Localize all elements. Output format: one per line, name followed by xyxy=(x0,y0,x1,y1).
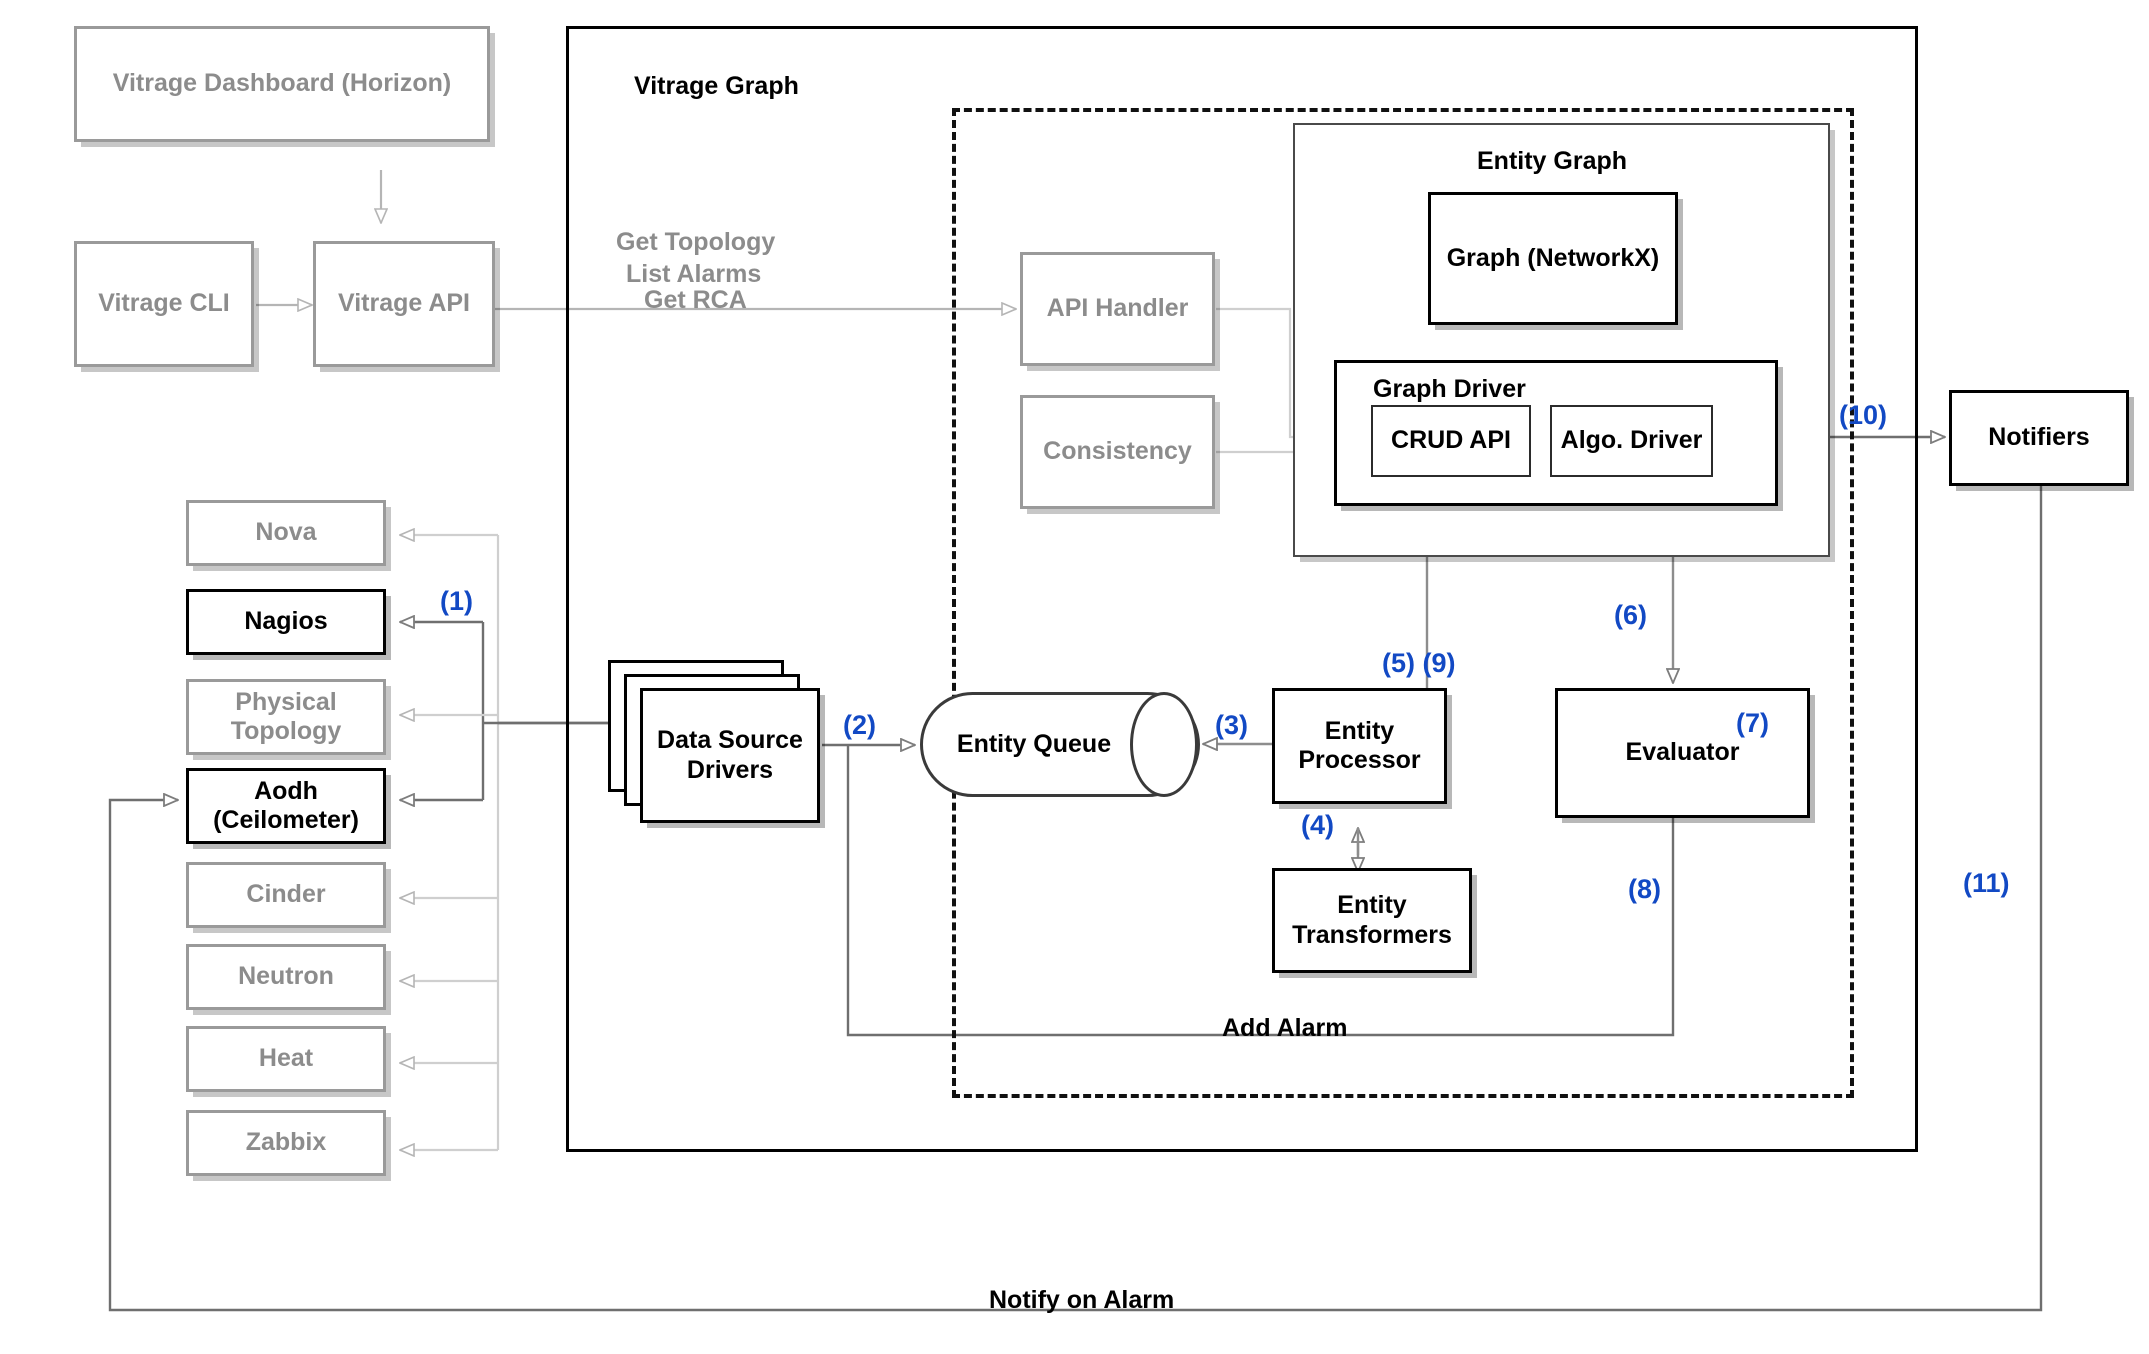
datasource-zabbix[interactable]: Zabbix xyxy=(186,1110,386,1176)
algo-driver-label: Algo. Driver xyxy=(1560,426,1703,455)
flow-step-6: (6) xyxy=(1614,600,1647,630)
graph-networkx-label: Graph (NetworkX) xyxy=(1446,243,1660,272)
datasource-cinder-label: Cinder xyxy=(246,880,326,909)
consistency-box[interactable]: Consistency xyxy=(1020,395,1215,509)
datasource-nagios[interactable]: Nagios xyxy=(186,589,386,655)
datasource-physical-topology-label-2: Topology xyxy=(230,717,342,745)
notifiers-label: Notifiers xyxy=(1988,423,2090,452)
crud-api-box[interactable]: CRUD API xyxy=(1371,405,1531,477)
datasource-neutron[interactable]: Neutron xyxy=(186,944,386,1010)
vitrage-dashboard-box[interactable]: Vitrage Dashboard (Horizon) xyxy=(74,26,490,142)
add-alarm-label: Add Alarm xyxy=(1222,1014,1348,1042)
flow-step-11: (11) xyxy=(1963,868,2010,898)
flow-step-1: (1) xyxy=(440,586,473,616)
consistency-label: Consistency xyxy=(1043,437,1192,466)
flow-step-8: (8) xyxy=(1628,874,1661,904)
data-source-drivers-box[interactable]: Data Source Drivers xyxy=(640,688,820,823)
entity-processor-box[interactable]: Entity Processor xyxy=(1272,688,1447,804)
datasource-nagios-label: Nagios xyxy=(244,607,328,636)
datasource-heat[interactable]: Heat xyxy=(186,1026,386,1092)
flow-step-10: (10) xyxy=(1839,400,1888,430)
notifiers-box[interactable]: Notifiers xyxy=(1949,390,2129,486)
vitrage-api-box[interactable]: Vitrage API xyxy=(313,241,495,367)
vitrage-cli-box[interactable]: Vitrage CLI xyxy=(74,241,254,367)
vitrage-graph-title: Vitrage Graph xyxy=(634,72,799,100)
datasource-zabbix-label: Zabbix xyxy=(245,1128,327,1157)
datasource-neutron-label: Neutron xyxy=(238,962,334,991)
api-handler-box[interactable]: API Handler xyxy=(1020,252,1215,366)
graph-processing-dashed-frame xyxy=(952,108,1854,1098)
datasource-aodh[interactable]: Aodh (Ceilometer) xyxy=(186,768,386,844)
vitrage-graph-frame xyxy=(566,26,1918,1152)
flow-step-5-9: (5) (9) xyxy=(1382,648,1456,678)
datasource-nova[interactable]: Nova xyxy=(186,500,386,566)
datasource-nova-label: Nova xyxy=(255,518,317,547)
entity-processor-label: Entity Processor xyxy=(1298,716,1421,775)
edge-addalarm-loop xyxy=(846,745,1675,1037)
vitrage-dashboard-label: Vitrage Dashboard (Horizon) xyxy=(112,69,452,98)
datasource-aodh-label-2: (Ceilometer) xyxy=(213,806,359,834)
entity-transformers-box[interactable]: Entity Transformers xyxy=(1272,868,1472,973)
notify-on-alarm-label: Notify on Alarm xyxy=(989,1286,1175,1314)
edge-notify-on-alarm-loop xyxy=(108,470,2043,1312)
crud-api-label: CRUD API xyxy=(1391,426,1511,455)
graph-driver-title: Graph Driver xyxy=(1373,375,1526,403)
algo-driver-box[interactable]: Algo. Driver xyxy=(1550,405,1713,477)
datasource-physical-topology-label-1: Physical xyxy=(235,687,337,716)
flow-step-2: (2) xyxy=(843,710,876,740)
entity-graph-title: Entity Graph xyxy=(1477,147,1628,175)
data-source-drivers-label: Data Source Drivers xyxy=(657,726,803,784)
api-call-get-topology: Get Topology xyxy=(616,228,776,256)
evaluator-box[interactable]: Evaluator xyxy=(1555,688,1810,818)
edge-datasource-bus xyxy=(400,535,640,1150)
entity-transformers-label: Entity Transformers xyxy=(1292,891,1452,949)
entity-queue-cap xyxy=(1130,692,1198,797)
vitrage-api-label: Vitrage API xyxy=(338,289,470,318)
api-call-list-alarms: List Alarms xyxy=(626,260,762,288)
api-call-get-rca: Get RCA xyxy=(644,286,747,314)
datasource-aodh-label-1: Aodh xyxy=(254,776,318,805)
flow-step-7: (7) xyxy=(1736,708,1769,738)
entity-queue-label: Entity Queue xyxy=(956,730,1112,758)
vitrage-cli-label: Vitrage CLI xyxy=(98,289,230,318)
flow-step-3: (3) xyxy=(1215,710,1248,740)
graph-networkx-box[interactable]: Graph (NetworkX) xyxy=(1428,192,1678,325)
api-handler-label: API Handler xyxy=(1046,294,1189,323)
datasource-cinder[interactable]: Cinder xyxy=(186,862,386,928)
data-source-drivers-stack[interactable]: Data Source Drivers xyxy=(608,660,838,825)
entity-queue-shape[interactable]: Entity Queue xyxy=(920,692,1200,797)
flow-step-4: (4) xyxy=(1301,810,1334,840)
datasource-heat-label: Heat xyxy=(258,1044,314,1073)
datasource-physical-topology[interactable]: Physical Topology xyxy=(186,679,386,755)
evaluator-label: Evaluator xyxy=(1625,738,1740,767)
